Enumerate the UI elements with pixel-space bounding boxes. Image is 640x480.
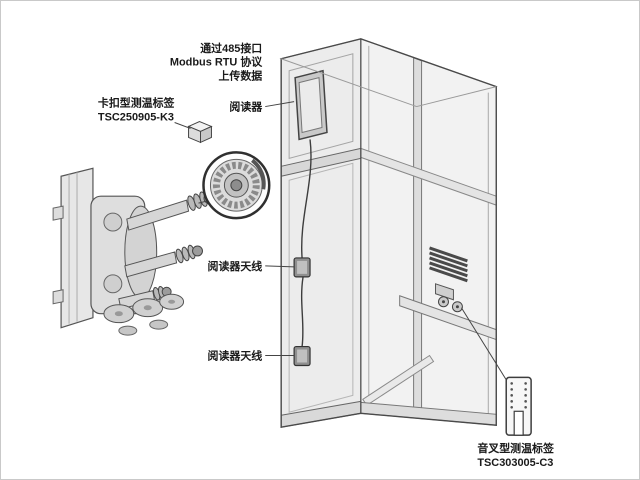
- antenna-upper-label: 阅读器天线: [208, 259, 263, 273]
- comm-label-line1: 通过485接口: [200, 41, 262, 55]
- snap-tag-icon: [187, 120, 213, 144]
- antenna-upper-leader-line: [265, 265, 295, 268]
- snap-tag-label: 卡扣型测温标签: [98, 96, 175, 110]
- comm-label-line2: Modbus RTU 协议: [170, 55, 263, 69]
- comm-label-line3: 上传数据: [218, 69, 262, 83]
- reader-antenna-upper: [293, 257, 311, 278]
- snap-tag-model: TSC250905-K3: [98, 112, 174, 124]
- circuit-breaker: [52, 167, 216, 336]
- pole-arm-middle: [124, 244, 203, 278]
- fork-tag-icon: [460, 307, 532, 436]
- fork-tag-leader-line: [460, 307, 508, 382]
- antenna-cable-upper: [301, 139, 312, 258]
- fork-tag-label: 音叉型测温标签: [477, 441, 554, 455]
- reader-antenna-lower: [293, 345, 311, 367]
- antenna-lower-label: 阅读器天线: [208, 349, 263, 363]
- pole-arm-top: [126, 191, 216, 231]
- labels: 通过485接口 Modbus RTU 协议 上传数据 阅读器 卡扣型测温标签 T…: [98, 41, 554, 469]
- switchgear-cabinet: [279, 38, 498, 429]
- magnifier-detail: [198, 151, 271, 220]
- fork-tag-model: TSC303005-C3: [477, 457, 553, 469]
- reader-device: [294, 69, 328, 141]
- antenna-cable-lower: [300, 276, 304, 347]
- snap-tag-leader-line: [174, 122, 191, 129]
- busbar-contacts: [429, 246, 468, 313]
- contact-fingers: [212, 161, 260, 209]
- reader-leader-line: [265, 101, 295, 108]
- reader-label: 阅读器: [229, 100, 263, 114]
- breaker-wheels: [103, 293, 185, 336]
